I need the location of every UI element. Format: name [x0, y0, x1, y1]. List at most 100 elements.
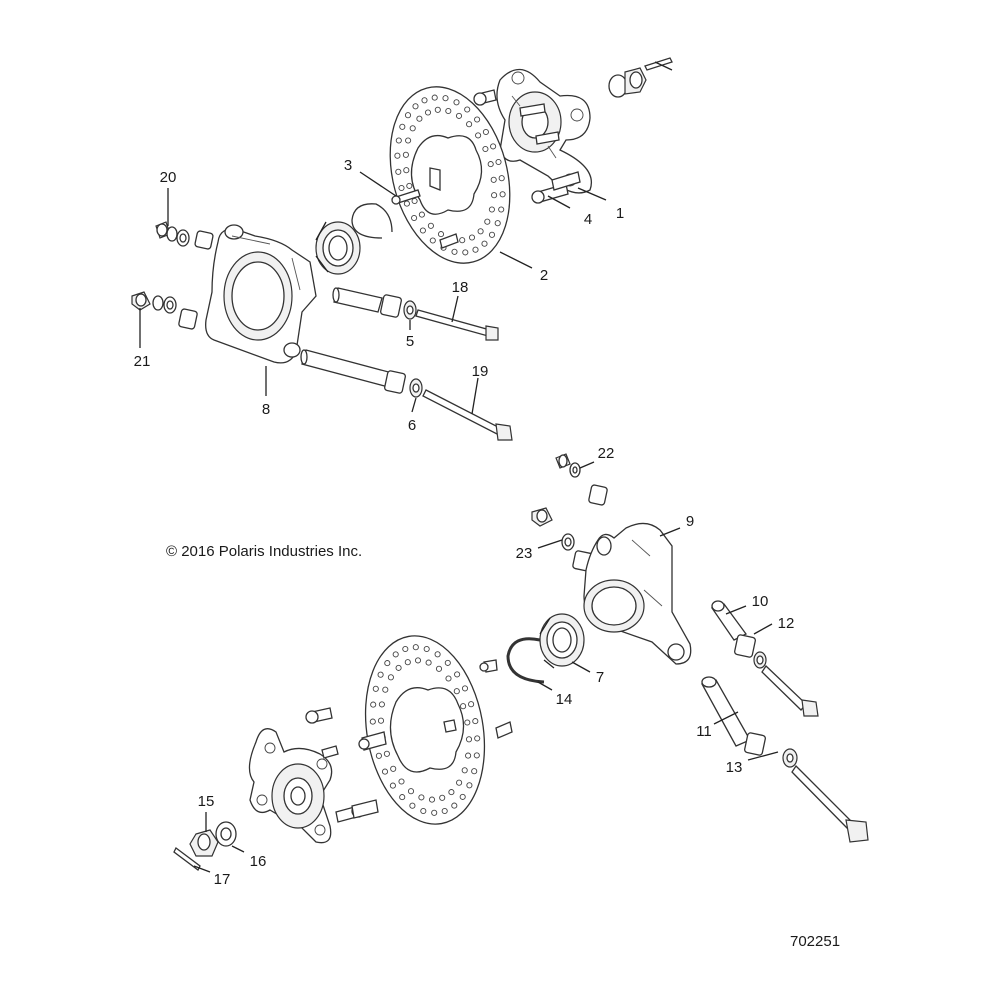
disc-hole [395, 664, 402, 671]
disc-hole [482, 128, 489, 136]
disc-hole [459, 793, 466, 800]
disc-hole [495, 158, 502, 166]
callout-4: 4 [584, 211, 592, 228]
disc-hole [406, 182, 413, 189]
disc-hole [431, 809, 438, 816]
disc-hole [477, 228, 484, 235]
disc-hole [375, 752, 382, 759]
callout-7: 7 [596, 669, 604, 686]
leader-lines [139, 171, 779, 873]
snap-ring-upper [351, 203, 393, 239]
disc-hole [412, 644, 419, 651]
disc-hole [395, 168, 402, 175]
disc-hole [451, 802, 458, 809]
disc-hole [448, 789, 455, 796]
disc-hole [378, 701, 385, 708]
bushing-set-21 [131, 291, 198, 330]
disc-hole [411, 197, 418, 205]
callout-21: 21 [134, 353, 151, 370]
disc-hole [405, 137, 412, 144]
lower-pivot-hardware [300, 349, 513, 441]
callout-8: 8 [262, 401, 270, 418]
brake-disc-upper [389, 86, 511, 264]
disc-hole [474, 735, 481, 742]
wheel-hub-upper [473, 68, 592, 204]
disc-hole [427, 222, 434, 229]
disc-hole [464, 106, 471, 113]
disc-hole [398, 184, 405, 192]
disc-hole [382, 686, 389, 693]
disc-hole [403, 167, 410, 174]
disc-hole [472, 718, 479, 725]
callout-22: 22 [598, 445, 615, 462]
disc-hole [403, 200, 410, 207]
disc-hole [468, 234, 476, 241]
disc-hole [409, 125, 416, 132]
disc-hole [411, 214, 418, 222]
callout-6: 6 [408, 417, 416, 434]
bushing-set-23 [531, 507, 594, 572]
disc-hole [494, 220, 501, 227]
disc-hole [459, 237, 466, 244]
disc-hole [381, 768, 389, 775]
callout-10: 10 [752, 593, 769, 610]
callout-23: 23 [516, 545, 533, 562]
disc-hole [377, 717, 385, 724]
disc-hole [444, 659, 451, 666]
disc-hole [390, 765, 397, 772]
disc-hole [414, 657, 422, 664]
disc-hole [412, 103, 419, 110]
disc-hole [453, 99, 460, 106]
disc-hole [416, 115, 423, 122]
disc-hole [392, 651, 399, 658]
disc-hole [482, 145, 489, 153]
disc-hole [472, 246, 479, 253]
disc-hole [473, 752, 480, 759]
disc-hole [389, 782, 396, 789]
castle-nut-lower [173, 821, 237, 871]
disc-hole [383, 750, 390, 757]
disc-hole [429, 237, 436, 244]
disc-hole [402, 645, 409, 653]
disc-hole [404, 659, 411, 666]
disc-hole [460, 703, 467, 710]
copyright-notice: © 2016 Polaris Industries Inc. [166, 543, 362, 560]
callout-15: 15 [198, 793, 215, 810]
bushing-set-22 [555, 453, 608, 506]
upper-pivot-hardware-lower [710, 600, 819, 717]
disc-hole [454, 671, 461, 678]
disc-hole [484, 218, 491, 225]
disc-hole [437, 231, 445, 238]
disc-hole [465, 736, 473, 743]
disc-hole [445, 675, 452, 682]
callout-labels: 1 2 3 4 5 6 7 8 9 10 11 12 13 14 15 16 1… [134, 157, 795, 888]
disc-hole [466, 782, 473, 789]
disc-hole [421, 97, 428, 104]
diagram-code: 702251 [790, 933, 840, 950]
disc-hole [418, 794, 425, 801]
bearing-upper [315, 221, 361, 275]
bushing-set-20 [155, 221, 214, 250]
disc-hole [490, 143, 497, 150]
disc-hole [451, 248, 458, 255]
disc-hole [475, 132, 482, 139]
disc-hole [498, 175, 505, 182]
disc-hole [481, 240, 488, 247]
disc-hole [474, 116, 481, 123]
disc-hole [387, 674, 394, 681]
disc-hole [445, 107, 452, 115]
upper-pivot-hardware [332, 287, 499, 341]
disc-hole [471, 768, 478, 775]
disc-hole [461, 767, 468, 774]
disc-hole [441, 807, 448, 815]
disc-hole [461, 685, 469, 692]
disc-hole [428, 796, 436, 803]
snap-ring-lower [506, 637, 545, 684]
disc-hole [402, 151, 409, 158]
callout-13: 13 [726, 759, 743, 776]
castle-nut-upper [608, 57, 673, 98]
disc-hole [439, 794, 446, 801]
disc-hole [456, 779, 463, 786]
disc-hole [455, 112, 463, 119]
